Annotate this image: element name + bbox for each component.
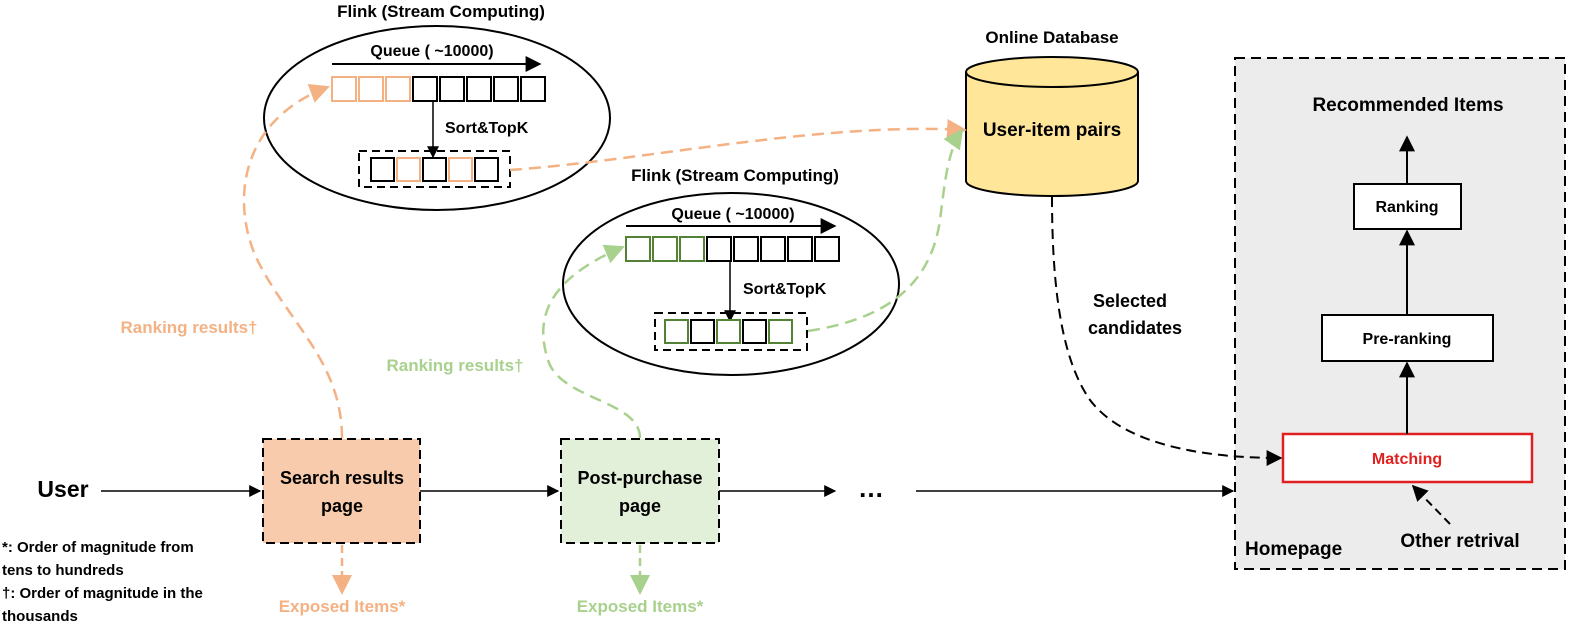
queue-cell (412, 76, 438, 102)
exposed-items-green: Exposed Items* (577, 597, 704, 616)
preranking-label: Pre-ranking (1363, 331, 1452, 348)
flink-top-topk (370, 157, 499, 182)
topk-cell (768, 319, 793, 344)
homepage-label: Homepage (1245, 539, 1342, 560)
flink-mid-topk (664, 319, 793, 344)
flink-top: Flink (Stream Computing) Queue ( ~10000)… (263, 2, 611, 211)
homepage-panel: Homepage Recommended Items Ranking Pre-r… (1234, 57, 1566, 570)
footnote-dagger-line1: †: Order of magnitude in the (2, 585, 203, 602)
queue-cell (760, 236, 786, 262)
search-results-page-box (262, 438, 421, 544)
queue-cell (358, 76, 384, 102)
topk-cell (422, 157, 447, 182)
topk-cell (396, 157, 421, 182)
queue-cell (706, 236, 732, 262)
flink-top-title: Flink (Stream Computing) (337, 2, 545, 21)
arrow-topk-orange-to-database (509, 119, 967, 172)
topk-cell (370, 157, 395, 182)
ranking-label: Ranking (1375, 199, 1438, 216)
flink-mid-topk-frame (654, 312, 808, 351)
queue-cell (493, 76, 519, 102)
queue-cell (814, 236, 840, 262)
ranking-results-orange: Ranking results† (121, 318, 258, 337)
queue-cell (787, 236, 813, 262)
queue-cell (331, 76, 357, 102)
homepage-border (1234, 57, 1566, 570)
queue-cell (439, 76, 465, 102)
selected-label-line2: candidates (1088, 318, 1182, 338)
postpurchase-page-line1: Post-purchase (577, 468, 702, 488)
flink-top-queue (331, 76, 546, 102)
queue-cell (466, 76, 492, 102)
arrow-database-to-matching (1051, 196, 1283, 466)
ranking-box (1353, 183, 1462, 230)
flink-top-sort-label: Sort&TopK (445, 120, 529, 137)
footnote-star-line1: *: Order of magnitude from (2, 539, 194, 556)
footnote-star-line2: tens to hundreds (2, 562, 124, 579)
selected-label-line1: Selected (1093, 291, 1167, 311)
ellipsis: … (858, 473, 884, 503)
user-label: User (37, 476, 88, 502)
flink-mid-queue-label: Queue ( ~10000) (671, 206, 794, 223)
flink-top-ellipse (263, 25, 611, 211)
exposed-items-orange: Exposed Items* (279, 597, 406, 616)
postpurchase-page-line2: page (619, 496, 661, 516)
flink-mid-queue (625, 236, 840, 262)
queue-cell (385, 76, 411, 102)
database-title: Online Database (985, 28, 1118, 47)
queue-cell (625, 236, 651, 262)
online-database: Online Database User-item pairs (965, 28, 1139, 197)
database-cylinder-body (965, 72, 1139, 197)
matching-label: Matching (1372, 451, 1442, 468)
post-purchase-page-box (560, 438, 720, 544)
flink-mid-sort-label: Sort&TopK (743, 281, 827, 298)
arrow-topk-green-to-database (807, 128, 964, 333)
arrow-postpurchase-to-flink-mid (541, 244, 642, 439)
flink-mid-title: Flink (Stream Computing) (631, 166, 839, 185)
recommended-items-label: Recommended Items (1312, 95, 1503, 116)
topk-cell (448, 157, 473, 182)
topk-cell (474, 157, 499, 182)
queue-cell (679, 236, 705, 262)
database-cylinder-top (965, 56, 1139, 88)
queue-cell (520, 76, 546, 102)
preranking-box (1321, 314, 1494, 362)
search-page-line1: Search results (280, 468, 404, 488)
footnote-dagger-line2: thousands (2, 608, 78, 625)
queue-cell (733, 236, 759, 262)
ranking-results-green: Ranking results† (387, 356, 524, 375)
flink-top-queue-label: Queue ( ~10000) (370, 43, 493, 60)
topk-cell (690, 319, 715, 344)
search-page-line2: page (321, 496, 363, 516)
arrow-other-to-matching (1411, 484, 1451, 525)
database-content: User-item pairs (983, 120, 1121, 141)
topk-cell (716, 319, 741, 344)
topk-cell (664, 319, 689, 344)
other-retrieval-label: Other retrival (1400, 531, 1519, 552)
queue-cell (652, 236, 678, 262)
arrow-search-to-flink-top (242, 83, 344, 439)
flink-mid: Flink (Stream Computing) Queue ( ~10000)… (562, 166, 900, 376)
topk-cell (742, 319, 767, 344)
